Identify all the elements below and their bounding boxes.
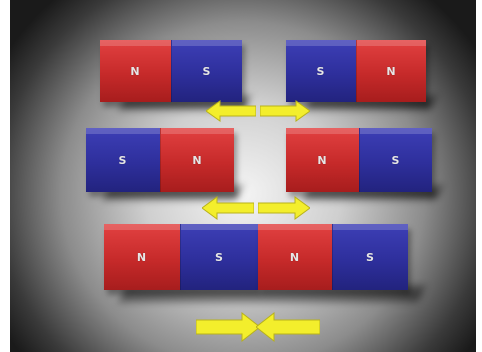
- pole-label: N: [130, 64, 141, 78]
- pole-label: N: [136, 250, 147, 264]
- arrow-right-icon: [258, 196, 310, 220]
- magnet-row3-right: N S: [258, 224, 408, 290]
- arrow-left-icon: [206, 100, 256, 122]
- pole-label: S: [316, 64, 325, 78]
- north-pole-segment: N: [104, 224, 180, 290]
- arrow-right-icon: [196, 312, 260, 342]
- north-pole-segment: N: [286, 128, 359, 192]
- pole-label: N: [192, 153, 203, 167]
- north-pole-segment: N: [258, 224, 332, 290]
- arrow-left-icon: [202, 196, 254, 220]
- magnets-scene: N S S N S N N S: [10, 0, 476, 352]
- magnet-row3-left: N S: [104, 224, 258, 290]
- magnet-row1-right: S N: [286, 40, 426, 102]
- pole-label: N: [289, 250, 300, 264]
- pole-label: S: [391, 153, 400, 167]
- north-pole-segment: N: [159, 128, 234, 192]
- south-pole-segment: S: [179, 224, 258, 290]
- pole-label: S: [118, 153, 127, 167]
- arrow-left-icon: [256, 312, 320, 342]
- magnet-row1-left: N S: [100, 40, 242, 102]
- arrow-right-icon: [260, 100, 310, 122]
- south-pole-segment: S: [286, 40, 356, 102]
- pole-label: N: [386, 64, 397, 78]
- magnet-row2-right: N S: [286, 128, 432, 192]
- pole-label: S: [215, 250, 224, 264]
- north-pole-segment: N: [355, 40, 426, 102]
- south-pole-segment: S: [358, 128, 432, 192]
- magnet-row2-left: S N: [86, 128, 234, 192]
- pole-label: N: [317, 153, 328, 167]
- south-pole-segment: S: [170, 40, 242, 102]
- south-pole-segment: S: [86, 128, 160, 192]
- pole-label: S: [202, 64, 211, 78]
- pole-label: S: [366, 250, 375, 264]
- north-pole-segment: N: [100, 40, 171, 102]
- south-pole-segment: S: [331, 224, 408, 290]
